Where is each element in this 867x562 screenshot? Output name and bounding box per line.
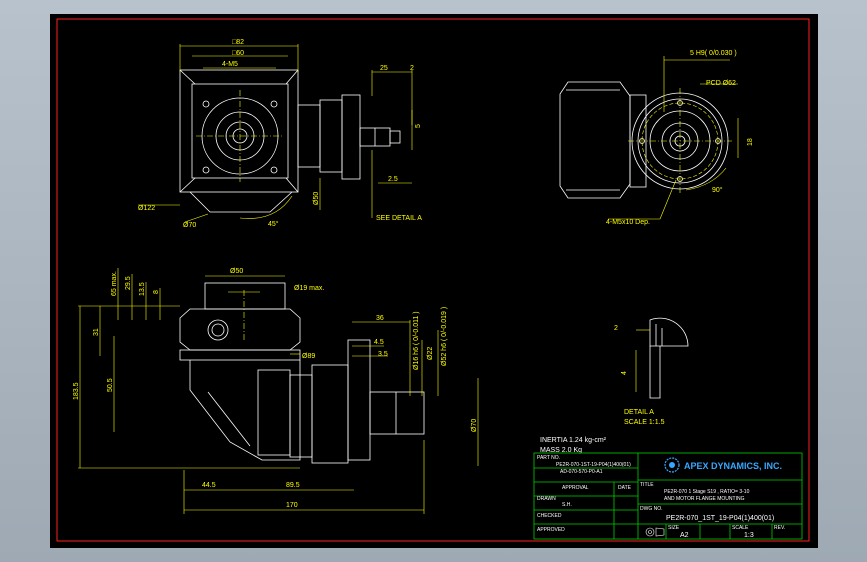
dwg-no-value: PE2R-070_1ST_19-P04(1)400(01) [666,515,774,522]
drawing-sheet [50,14,818,548]
projection-symbol [645,527,665,537]
inertia-text: INERTIA 1.24 kg-cm² [540,437,607,444]
dim-diameter-22: Ø22 [427,347,434,360]
title-line2: AND MOTOR FLANGE MOUNTING [664,496,745,502]
dim-65max: 65 max. [111,271,118,296]
bottom-dimension-lines [78,268,479,514]
dim-183-5: 183.5 [73,382,80,400]
size-value: A2 [680,532,689,539]
dim-36: 36 [376,315,384,322]
detail-label: DETAIL A [624,409,654,416]
dim-5: 5 [415,124,422,128]
dim-4-5: 4.5 [374,339,384,346]
title-block [533,452,803,540]
dim-sq60: □60 [232,50,244,57]
dim-angle-45: 45° [268,220,279,228]
dim-diameter-70-bottom: Ø70 [471,419,478,432]
sheet-border [56,18,810,542]
company-logo [664,457,680,473]
detail-scale: SCALE 1:1.5 [624,419,665,426]
dwg-no-label: DWG NO. [640,506,663,512]
part-no-line1: PE2R-070-1ST-19-P04(1)400(01) [556,462,631,468]
dim-angle-90: 90° [712,186,723,194]
dim-13-5: 13.5 [139,282,146,296]
top-left-dimension-lines [138,44,413,223]
dim-8: 8 [153,290,160,294]
date-label: DATE [618,485,632,491]
mass-text: MASS 2.0 Kg [540,447,582,454]
see-detail-a: SEE DETAIL A [376,215,422,222]
part-no-label: PART NO. [537,455,560,461]
scale-value: 1:3 [744,532,754,539]
detail-dim-2: 2 [614,325,618,332]
dim-31: 31 [93,328,100,336]
title-label: TITLE [640,482,654,488]
motor-adapter [204,282,286,310]
drawn-label: DRAWN [537,496,556,502]
dim-diameter-50: Ø50 [313,192,320,205]
detail-a [649,317,689,399]
drawn-value: S.H. [562,502,572,508]
bottom-side-view [179,282,425,464]
dim-key-width: 5 H9( 0/0.030 ) [690,50,737,57]
scale-label: SCALE [732,525,749,531]
dim-diameter-122: Ø122 [138,205,155,212]
dim-holes: 4-M5x10 Dep. [606,219,650,226]
rev-label: REV. [774,525,785,531]
approved-label: APPROVED [537,527,565,533]
part-no-line2: AD-070-570-P0-A1 [560,469,603,475]
dim-diameter-50-bottom: Ø50 [230,268,243,275]
approval-label: APPROVAL [562,485,589,491]
dim-2-5: 2.5 [388,176,398,183]
top-left-view [179,69,401,213]
size-label: SIZE [668,525,680,531]
top-right-dimension-lines [608,56,739,220]
dim-diameter-70: Ø70 [183,222,196,229]
dim-3-5: 3.5 [378,351,388,358]
detail-dim-4: 4 [621,371,628,375]
dim-4m5: 4-M5 [222,61,238,68]
dim-16h6: Ø16 h6 ( 0/-0.011 ) [413,311,420,370]
motor-housing [559,81,631,199]
dim-diameter-89: Ø89 [302,353,315,360]
dim-19max: Ø19 max. [294,285,324,292]
dim-sq82: □82 [232,39,244,46]
dim-25: 25 [380,65,388,72]
dim-50-5: 50.5 [107,378,114,392]
title-line1: PE2R-070 1 Stage S19 , RATIO= 3-10 [664,489,750,495]
top-right-view [559,81,729,199]
company-name: APEX DYNAMICS, INC. [684,461,782,471]
dim-89-5: 89.5 [286,482,300,489]
dim-pcd: PCD Ø62 [706,80,736,87]
dim-170: 170 [286,502,298,509]
checked-label: CHECKED [537,513,562,519]
dim-18: 18 [747,138,754,146]
dim-29-5: 29.5 [125,276,132,290]
dim-44-5: 44.5 [202,482,216,489]
dim-52h6: Ø52 h6 ( 0/-0.019 ) [441,307,448,366]
dim-2: 2 [410,65,414,72]
